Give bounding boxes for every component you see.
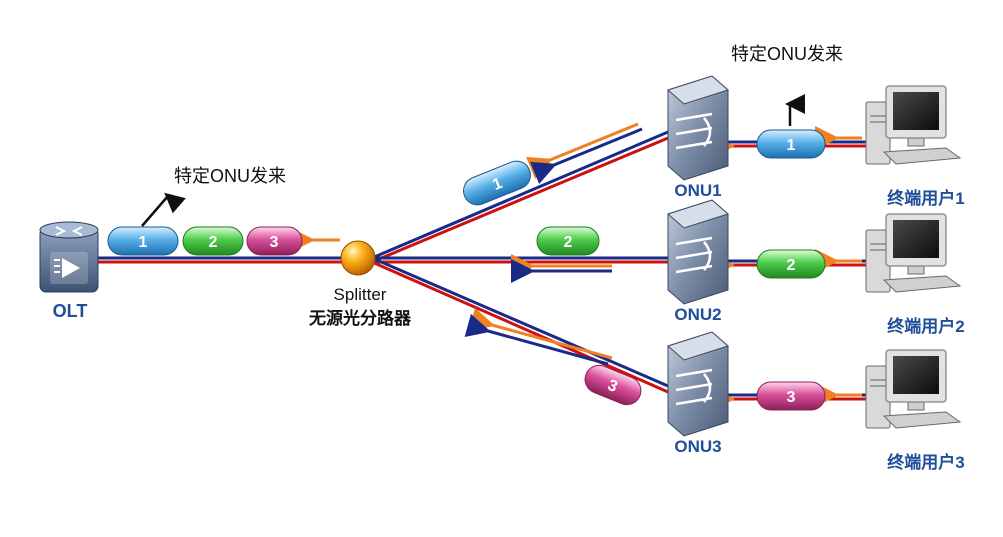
- user-3-label: 终端用户3: [887, 452, 964, 472]
- user-3-computer-icon: [865, 349, 962, 429]
- direction-arrows: [141, 94, 862, 411]
- user-2-computer-icon: [865, 213, 962, 293]
- branch-packet-3: 3: [584, 364, 642, 406]
- user-2-label: 终端用户2: [887, 316, 964, 336]
- branch-packet-1: 1: [463, 160, 531, 206]
- specific-onu-left-label: 特定ONU发来: [174, 166, 286, 186]
- splitter-icon: [340, 240, 376, 276]
- user-packet-2-label: 2: [787, 257, 796, 274]
- branch-packet-2-label: 2: [564, 234, 573, 251]
- onu-2-label: ONU2: [674, 305, 721, 324]
- branch-packet-2: 2: [536, 226, 600, 256]
- onu-1-label: ONU1: [674, 181, 721, 200]
- user-1-computer-icon: [865, 85, 962, 165]
- trunk-packet-3-label: 3: [270, 234, 279, 251]
- olt-icon: [39, 221, 99, 293]
- trunk-packet-3: 3: [246, 226, 303, 256]
- onu-2-icon: [667, 199, 729, 305]
- trunk-packet-1: 1: [107, 226, 179, 256]
- splitter-name-label: Splitter: [334, 285, 387, 304]
- onu-3-icon: [667, 331, 729, 437]
- onu-1-icon: [667, 75, 729, 181]
- user-packet-2: 2: [756, 249, 826, 279]
- user-packet-1-label: 1: [787, 137, 796, 154]
- splitter-desc-label: 无源光分路器: [308, 308, 412, 328]
- trunk-packet-2-label: 2: [209, 234, 218, 251]
- user-packet-1: 1: [756, 129, 826, 159]
- specific-onu-top-label: 特定ONU发来: [731, 44, 843, 64]
- onu-3-label: ONU3: [674, 437, 721, 456]
- user-group: 1 终端用户1 2 终端用户2 3 终端用户3: [756, 85, 965, 472]
- user-1-label: 终端用户1: [887, 188, 964, 208]
- trunk-packet-1-label: 1: [139, 234, 148, 251]
- trunk-packet-2: 2: [182, 226, 244, 256]
- olt-label: OLT: [53, 301, 88, 321]
- user-packet-3-label: 3: [787, 389, 796, 406]
- user-packet-3: 3: [756, 381, 826, 411]
